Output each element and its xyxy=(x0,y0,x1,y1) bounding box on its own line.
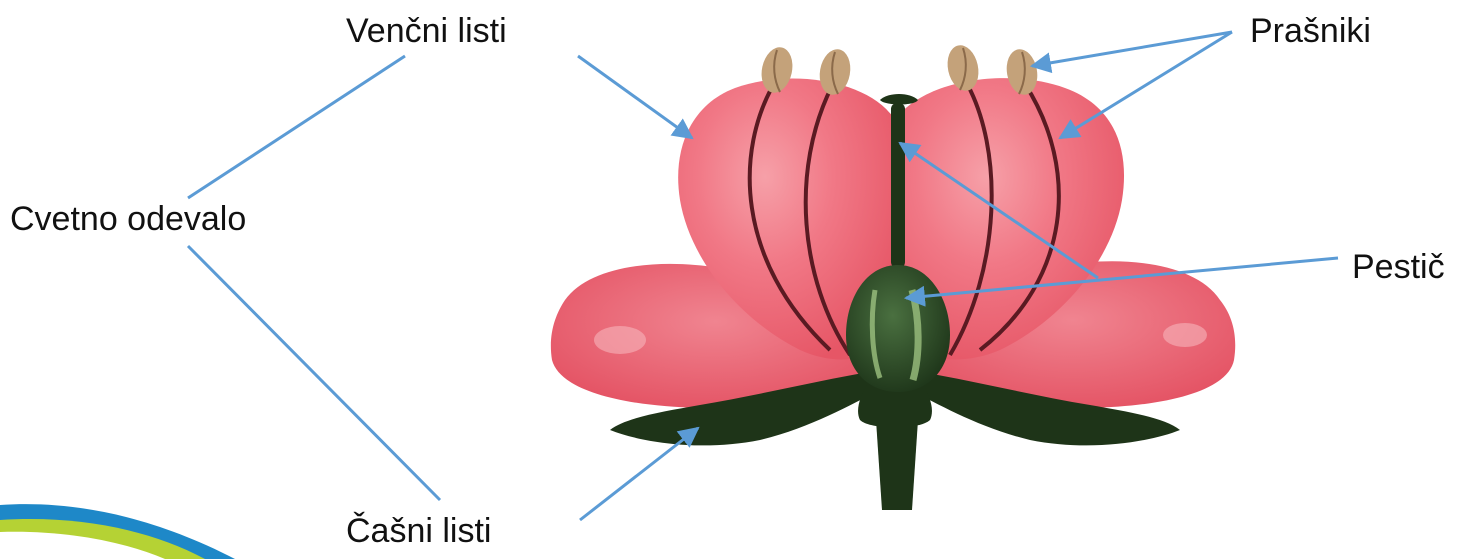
perianth-bracket-upper xyxy=(188,56,405,198)
pistil-label: Pestič xyxy=(1352,250,1445,284)
sepals-label: Čašni listi xyxy=(346,514,491,548)
petals-label: Venčni listi xyxy=(346,14,507,48)
petals-pointer xyxy=(578,56,692,138)
perianth-bracket-lower xyxy=(188,246,440,500)
stem xyxy=(876,420,918,510)
stamens-label: Prašniki xyxy=(1250,14,1371,48)
sepals-pointer xyxy=(580,428,698,520)
corner-decoration xyxy=(0,504,235,559)
perianth-label: Cvetno odevalo xyxy=(10,202,246,236)
